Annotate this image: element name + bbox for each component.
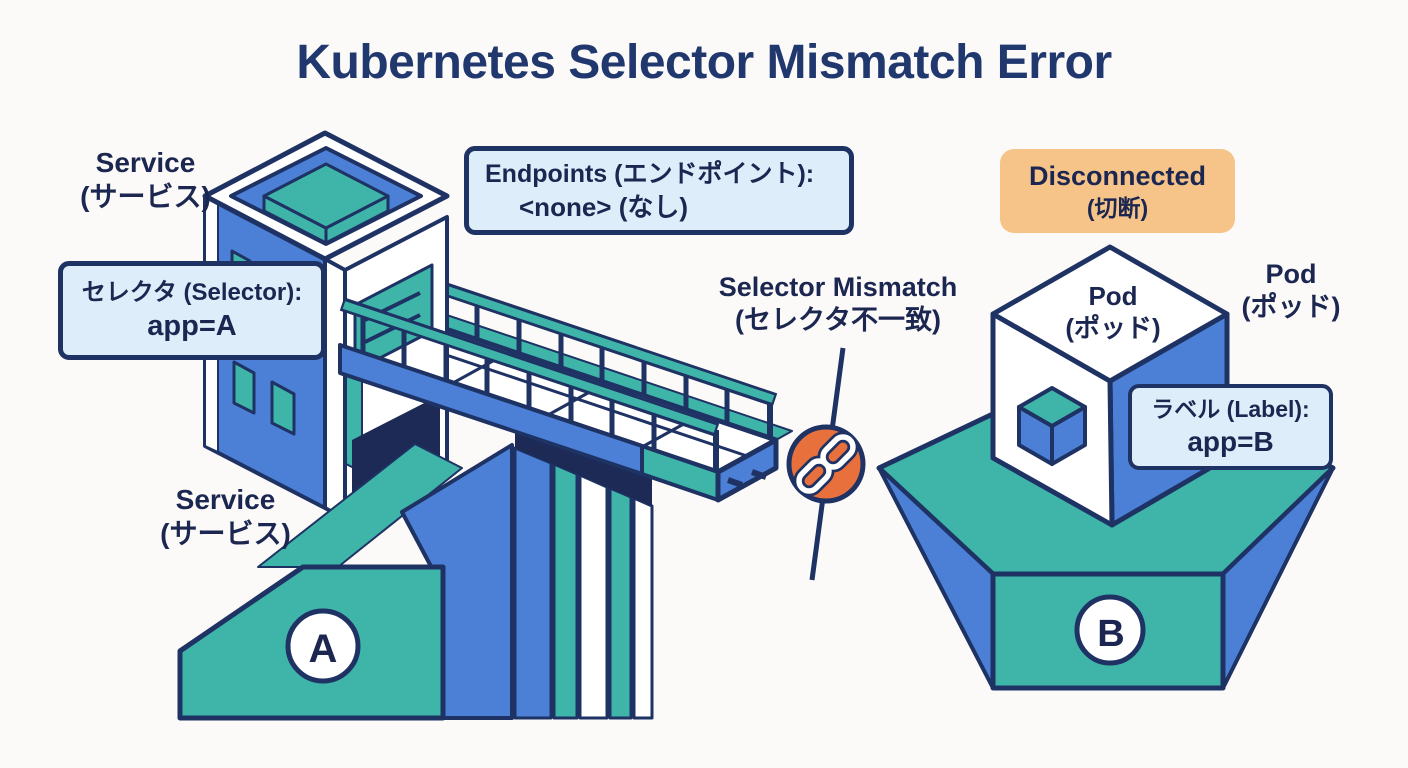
bridge-near-railing <box>339 297 720 472</box>
pod-label-right: Pod (ポッド) <box>1241 259 1341 322</box>
endpoints-callout-value: <none> (なし) <box>519 191 689 222</box>
service-label-bottom: Service (サービス) <box>160 484 291 550</box>
selector-mismatch-label: Selector Mismatch (セレクタ不一致) <box>718 272 958 335</box>
page-title: Kubernetes Selector Mismatch Error <box>296 36 1112 89</box>
island-a-badge <box>285 608 361 684</box>
pod-label-callout-title: ラベル (Label): <box>1151 395 1310 422</box>
service-label-top: Service (サービス) <box>80 147 211 213</box>
island-a <box>177 564 446 721</box>
island-b-letter: B <box>1097 613 1125 655</box>
bridge-near-girder <box>338 343 779 503</box>
selector-callout-title: セレクタ (Selector): <box>81 278 303 306</box>
endpoints-callout: Endpoints (エンドポイント): <none> (なし) <box>464 146 854 235</box>
island-a-letter: A <box>308 627 338 671</box>
bridge-pillar <box>400 431 654 720</box>
selector-callout: セレクタ (Selector): app=A <box>58 261 326 360</box>
pod-label-callout: ラベル (Label): app=B <box>1128 384 1333 470</box>
disconnected-badge: Disconnected (切断) <box>1000 149 1235 233</box>
broken-link-icon <box>786 347 866 581</box>
island-b-badge <box>1074 594 1146 666</box>
pod-label-on-cube: Pod (ポッド) <box>1065 281 1161 343</box>
endpoints-callout-title: Endpoints (エンドポイント): <box>485 160 815 188</box>
selector-callout-value: app=A <box>147 309 237 342</box>
disconnected-badge-subtitle: (切断) <box>1086 195 1149 222</box>
chain-link-glyph <box>793 431 859 497</box>
roof-slab <box>262 162 390 245</box>
container-cube <box>1017 386 1087 466</box>
pod-label-callout-value: app=B <box>1187 426 1274 458</box>
disconnected-badge-title: Disconnected <box>1028 161 1207 192</box>
bridge-far-railing <box>397 267 778 438</box>
